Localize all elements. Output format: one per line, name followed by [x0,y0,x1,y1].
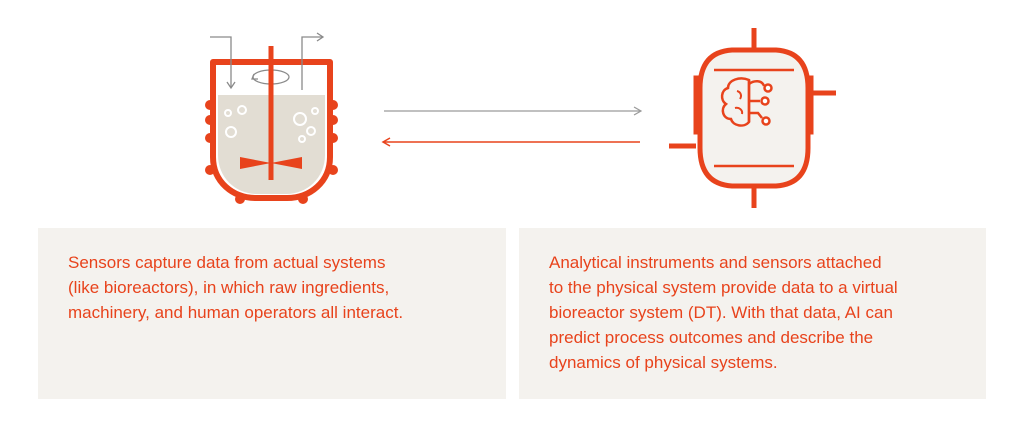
vessel-outline [210,59,333,201]
digital-twin-panel: Analytical instruments and sensors attac… [519,228,986,399]
bioreactor-icon [205,32,338,204]
outlet-pipe [301,36,322,90]
bubbles [224,105,319,143]
physical-system-description: Sensors capture data from actual systems… [68,253,404,322]
physical-system-panel: Sensors capture data from actual systems… [38,228,506,399]
data-flow-arrows [381,106,643,147]
digital-twin-brain-icon [669,28,836,208]
digital-twin-description: Analytical instruments and sensors attac… [549,253,898,372]
diagram-illustration [205,28,836,208]
impeller [240,157,302,169]
inlet-pipe [210,36,232,87]
